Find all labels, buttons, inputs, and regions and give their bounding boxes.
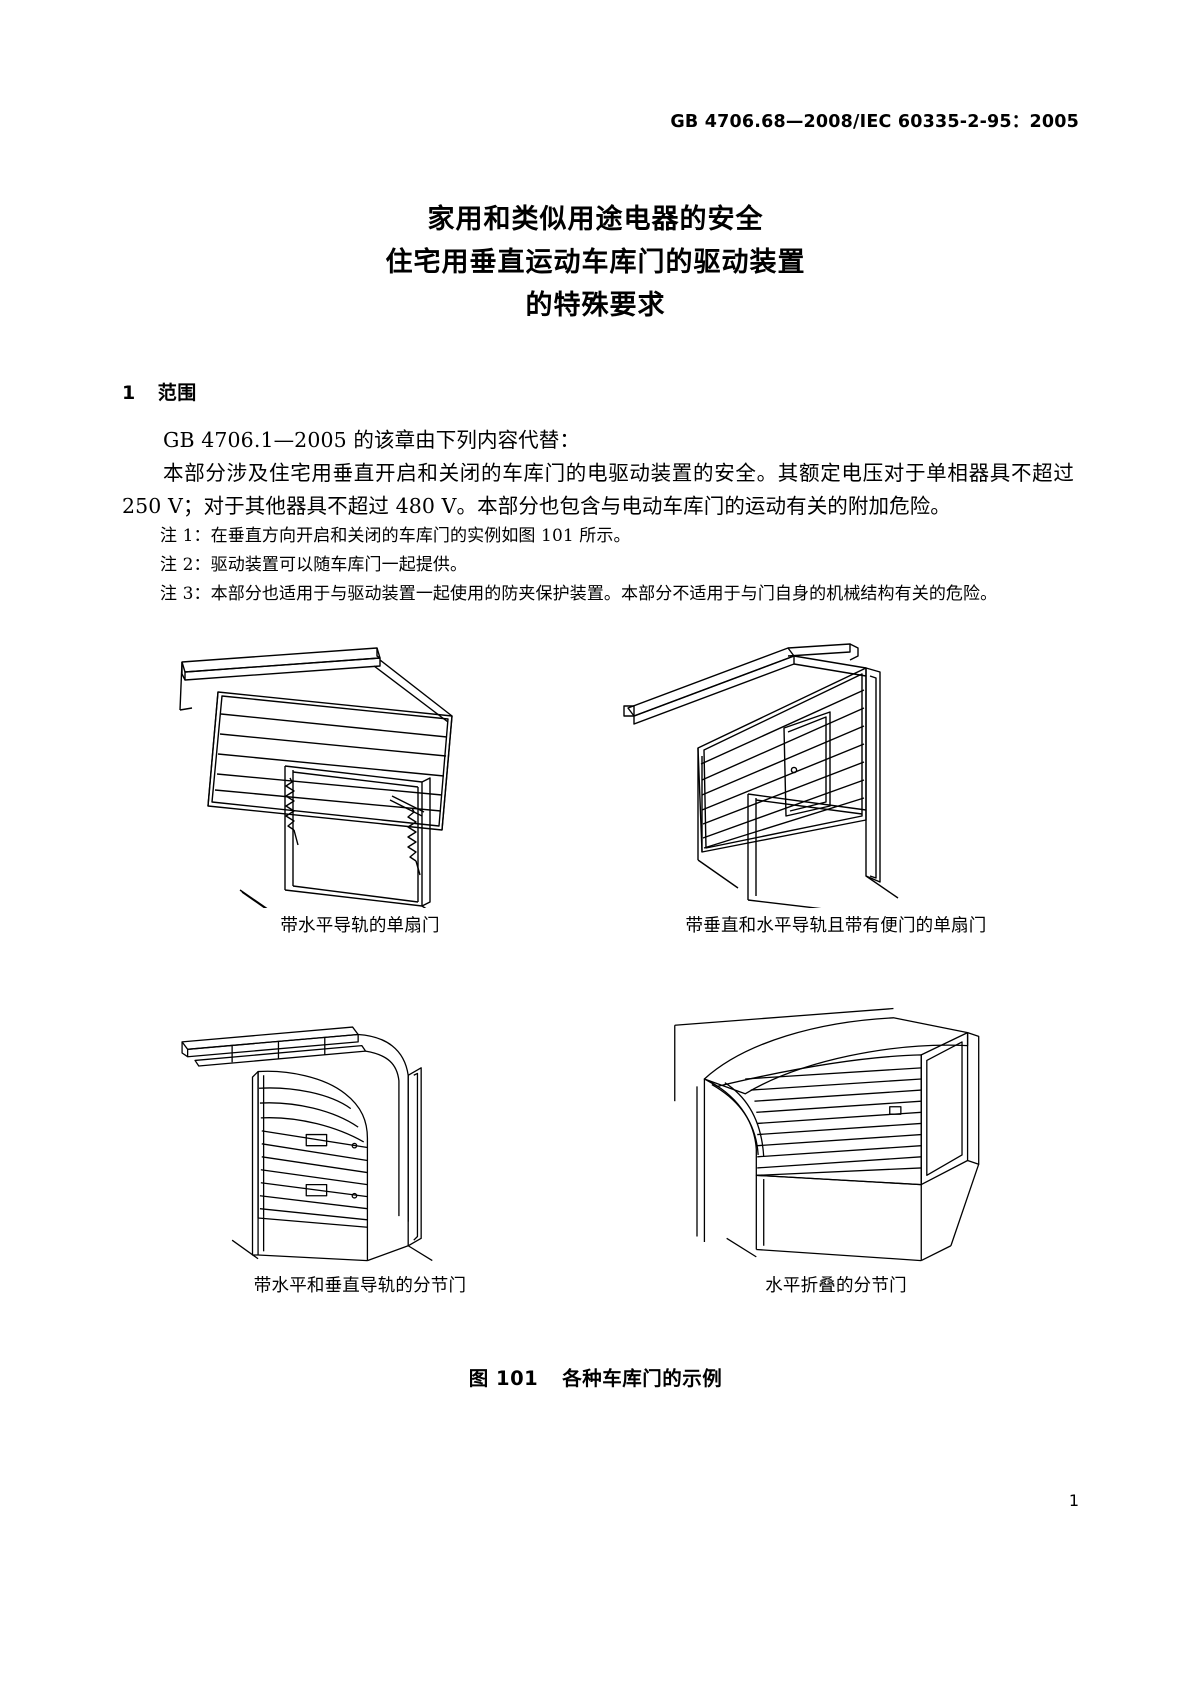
running-header: GB 4706.68—2008/IEC 60335-2-95：2005 xyxy=(670,108,1079,133)
figure-101-group: 带水平导轨的单扇门 xyxy=(122,630,1074,1360)
page-number: 1 xyxy=(1068,1491,1079,1510)
figure-a-lineart xyxy=(122,630,598,908)
clause-body: GB 4706.1—2005 的该章由下列内容代替： 本部分涉及住宅用垂直开启和… xyxy=(122,424,1074,523)
figure-d-caption: 水平折叠的分节门 xyxy=(765,1276,907,1296)
figure-d-lineart xyxy=(598,990,1074,1268)
body-paragraph-2: 本部分涉及住宅用垂直开启和关闭的车库门的电驱动装置的安全。其额定电压对于单相器具… xyxy=(122,461,1074,518)
title-line-1: 家用和类似用途电器的安全 xyxy=(427,204,764,235)
figure-row-bottom: 带水平和垂直导轨的分节门 xyxy=(122,990,1074,1330)
figure-row-top: 带水平导轨的单扇门 xyxy=(122,630,1074,970)
figure-a-caption: 带水平导轨的单扇门 xyxy=(280,916,440,936)
figure-c-lineart xyxy=(122,990,598,1268)
body-paragraph-1: GB 4706.1—2005 的该章由下列内容代替： xyxy=(163,428,580,452)
figure-number: 图 101 xyxy=(468,1367,539,1390)
clause-heading-scope: 1 范围 xyxy=(122,378,197,405)
figure-cell-d: 水平折叠的分节门 xyxy=(598,990,1074,1330)
note-3: 注 3：本部分也适用于与驱动装置一起使用的防夹保护装置。本部分不适用于与门自身的… xyxy=(160,584,998,604)
figure-cell-b: 带垂直和水平导轨且带有便门的单扇门 xyxy=(598,630,1074,970)
note-1: 注 1：在垂直方向开启和关闭的车库门的实例如图 101 所示。 xyxy=(160,526,631,546)
figure-b-caption: 带垂直和水平导轨且带有便门的单扇门 xyxy=(685,916,987,936)
figure-title-text: 各种车库门的示例 xyxy=(562,1367,723,1390)
notes-list: 注 1：在垂直方向开启和关闭的车库门的实例如图 101 所示。 注 2：驱动装置… xyxy=(160,522,1080,609)
document-title: 家用和类似用途电器的安全 住宅用垂直运动车库门的驱动装置 的特殊要求 xyxy=(0,198,1191,327)
title-line-2: 住宅用垂直运动车库门的驱动装置 xyxy=(385,247,806,278)
figure-title: 图 101 各种车库门的示例 xyxy=(0,1362,1191,1391)
title-line-3: 的特殊要求 xyxy=(525,290,666,321)
figure-b-lineart xyxy=(598,630,1074,908)
figure-cell-c: 带水平和垂直导轨的分节门 xyxy=(122,990,598,1330)
figure-c-caption: 带水平和垂直导轨的分节门 xyxy=(253,1276,467,1296)
note-2: 注 2：驱动装置可以随车库门一起提供。 xyxy=(160,555,468,575)
clause-number: 1 xyxy=(122,382,136,404)
figure-cell-a: 带水平导轨的单扇门 xyxy=(122,630,598,970)
clause-name: 范围 xyxy=(157,382,197,404)
header-standard-number: GB 4706.68—2008/IEC 60335-2-95：2005 xyxy=(670,112,1079,132)
